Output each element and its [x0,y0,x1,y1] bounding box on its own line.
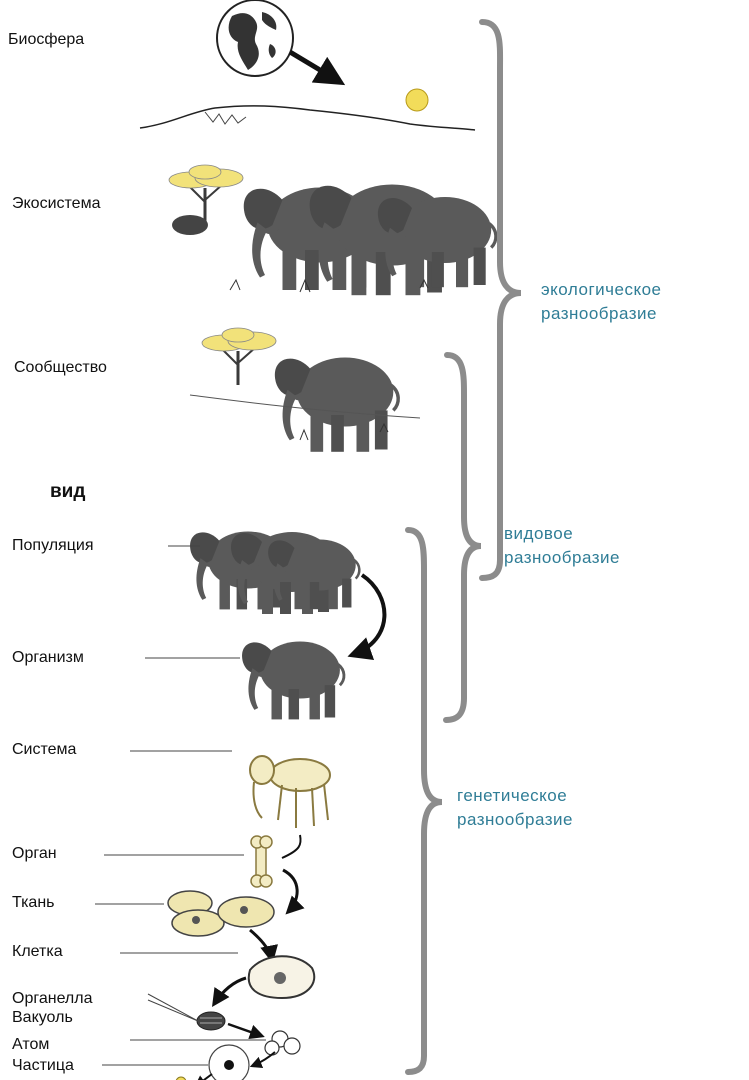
genetic-diversity-line-1: генетическое [457,784,573,808]
label-organism: Организм [12,650,84,666]
arrow-icon [290,52,340,82]
atom-icon [209,1045,249,1080]
organism-elephant [242,642,344,720]
species-diversity-line-1: видовое [504,522,620,546]
organelle-icon [197,1012,225,1030]
ecosystem-scene [169,165,496,295]
label-organ: Орган [12,846,57,862]
label-cell: Клетка [12,944,63,960]
label-tissue: Ткань [12,895,55,911]
tissue-cells-icon [168,891,274,936]
bone-icon [251,836,272,887]
species-diversity-line-2: разнообразие [504,546,620,570]
label-species: вид [50,482,85,501]
ecological-diversity-line-2: разнообразие [541,302,662,326]
genetic-brace [408,530,442,1072]
label-particle: Частица [12,1058,74,1074]
label-biosphere: Биосфера [8,32,84,48]
ecological-diversity-label: экологическое разнообразие [541,278,662,326]
species-brace [446,355,481,720]
arrow-icon [352,575,384,655]
ecological-diversity-line-1: экологическое [541,278,662,302]
label-ecosystem: Экосистема [12,196,100,212]
label-organelle: Органелла [12,991,93,1007]
label-community: Сообщество [14,360,107,376]
population-herd [190,532,359,615]
mountain-icon [140,106,475,130]
leader-lines [95,546,266,1080]
genetic-diversity-line-2: разнообразие [457,808,573,832]
label-population: Популяция [12,538,93,554]
genetic-diversity-label: генетическое разнообразие [457,784,573,832]
globe-icon [217,0,293,76]
label-atom: Атом [12,1037,49,1053]
sun-icon [406,89,428,111]
species-diversity-label: видовое разнообразие [504,522,620,570]
ecological-brace [482,22,521,578]
cell-icon [249,956,315,998]
label-vacuole: Вакуоль [12,1010,73,1026]
vacuole-icon [265,1031,300,1055]
community-scene [190,328,420,452]
label-system: Система [12,742,76,758]
skeleton-icon [250,756,330,828]
